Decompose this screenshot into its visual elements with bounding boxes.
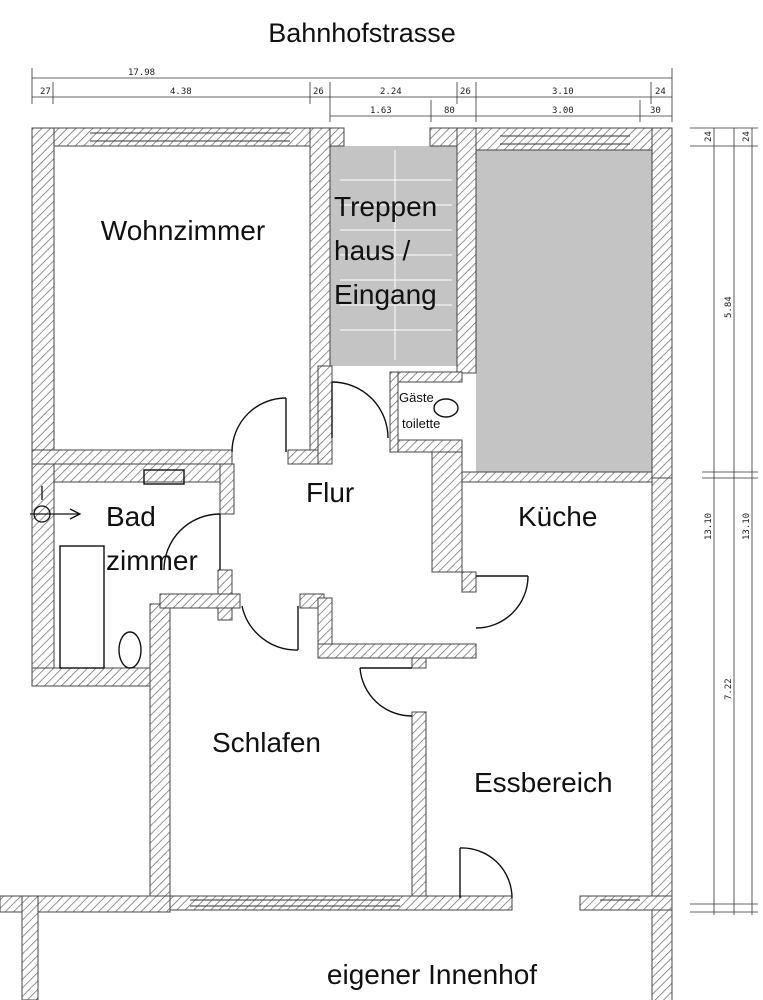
dim-top-r2-3: 26 xyxy=(313,87,324,97)
entrance-marker xyxy=(30,486,82,523)
dim-top-r2-1: 27 xyxy=(40,87,51,97)
room-label-flur: Flur xyxy=(306,477,354,508)
dim-right-b2: 13.10 xyxy=(742,513,752,540)
room-label-essbereich: Essbereich xyxy=(474,767,613,798)
stair-steps xyxy=(340,150,452,360)
courtyard-label: eigener Innenhof xyxy=(327,959,537,990)
dimension-chain-top xyxy=(31,68,673,122)
dimension-chain-right xyxy=(690,127,758,915)
stairwell-area xyxy=(330,146,457,366)
dim-right-a1: 24 xyxy=(704,131,714,142)
room-label-bad-2: zimmer xyxy=(106,545,198,576)
room-label-treppenhaus-2: haus / xyxy=(334,235,410,266)
dim-top-r3-2: 80 xyxy=(444,106,455,116)
toilet-bad xyxy=(118,631,142,669)
dim-top-r3-3: 3.00 xyxy=(552,106,574,116)
doors xyxy=(163,381,529,899)
adjacent-shaded-area xyxy=(476,150,652,472)
dim-top-r3-1: 1.63 xyxy=(370,106,392,116)
dim-top-r2-5: 26 xyxy=(460,87,471,97)
dim-top-r3-4: 30 xyxy=(650,106,661,116)
dim-top-r2-7: 24 xyxy=(655,87,666,97)
room-label-gaeste-1: Gäste xyxy=(399,390,434,405)
room-label-treppenhaus-3: Eingang xyxy=(334,279,437,310)
bathtub xyxy=(59,545,105,669)
room-label-schlafen: Schlafen xyxy=(212,727,321,758)
dim-top-total: 17.98 xyxy=(128,68,155,78)
dim-right-a2: 5.84 xyxy=(724,296,734,318)
sink-bad xyxy=(143,469,185,485)
dim-right-a4: 7.22 xyxy=(724,678,734,700)
windows xyxy=(90,132,640,907)
room-label-gaeste-2: toilette xyxy=(402,416,440,431)
room-label-bad-1: Bad xyxy=(106,501,156,532)
dim-right-b1: 24 xyxy=(742,131,752,142)
dim-top-r2-6: 3.10 xyxy=(552,87,574,97)
street-label: Bahnhofstrasse xyxy=(268,18,456,48)
dim-top-r2-4: 2.24 xyxy=(380,87,402,97)
toilet-gaeste xyxy=(433,398,459,418)
room-label-wohnzimmer: Wohnzimmer xyxy=(101,215,265,246)
dim-top-r2-2: 4.38 xyxy=(170,87,192,97)
dim-right-a3: 13.10 xyxy=(704,513,714,540)
room-label-treppenhaus-1: Treppen xyxy=(334,191,437,222)
room-label-kueche: Küche xyxy=(518,501,597,532)
